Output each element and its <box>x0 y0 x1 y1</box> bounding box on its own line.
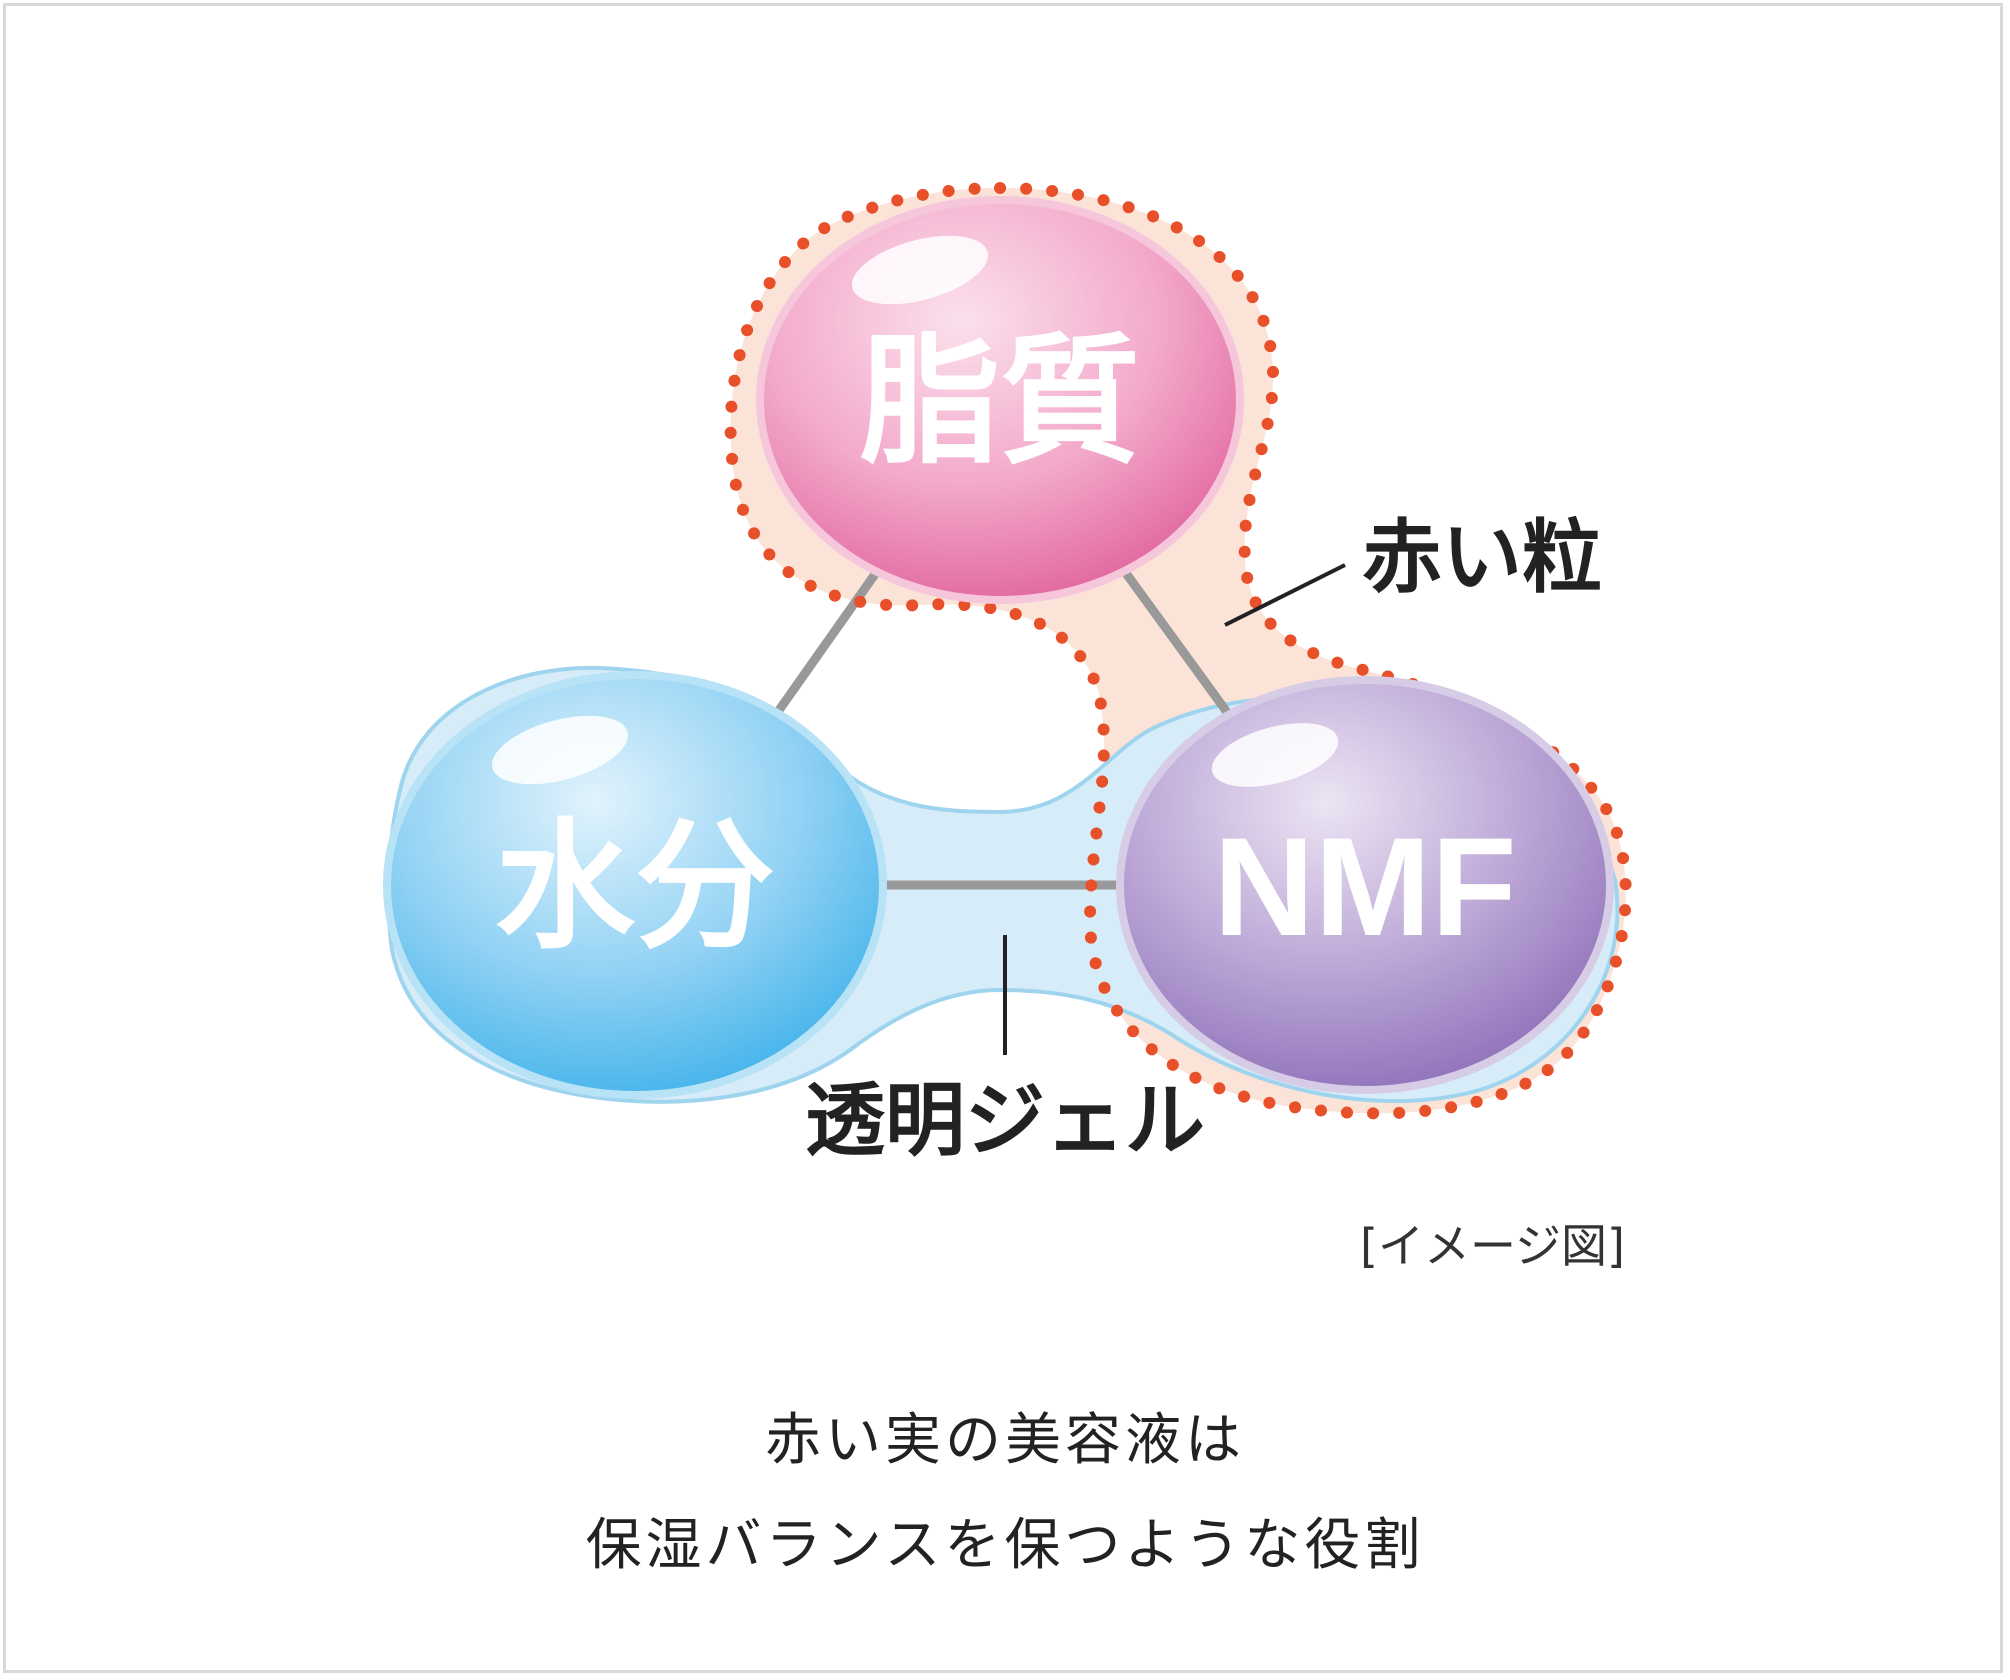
red-particle-dots <box>724 181 1632 1120</box>
lipid-highlight <box>851 235 989 305</box>
nmf-highlight <box>1211 723 1339 787</box>
lipid-label: 脂質 <box>860 321 1140 484</box>
red-particle-label: 赤い粒 <box>1362 511 1602 604</box>
image-note: [イメージ図] <box>1360 1219 1625 1273</box>
caption-line-1: 赤い実の美容液は <box>765 1408 1245 1473</box>
red-particle-leader <box>1224 563 1346 627</box>
water-highlight <box>491 715 629 785</box>
nmf-label: NMF <box>1213 808 1516 965</box>
link-lipid-nmf <box>1115 560 1245 735</box>
clear-gel-label: 透明ジェル <box>805 1074 1205 1167</box>
caption-line-2: 保湿バランスを保つような役割 <box>585 1513 1425 1578</box>
water-label: 水分 <box>495 806 775 969</box>
link-lipid-water <box>760 555 890 735</box>
